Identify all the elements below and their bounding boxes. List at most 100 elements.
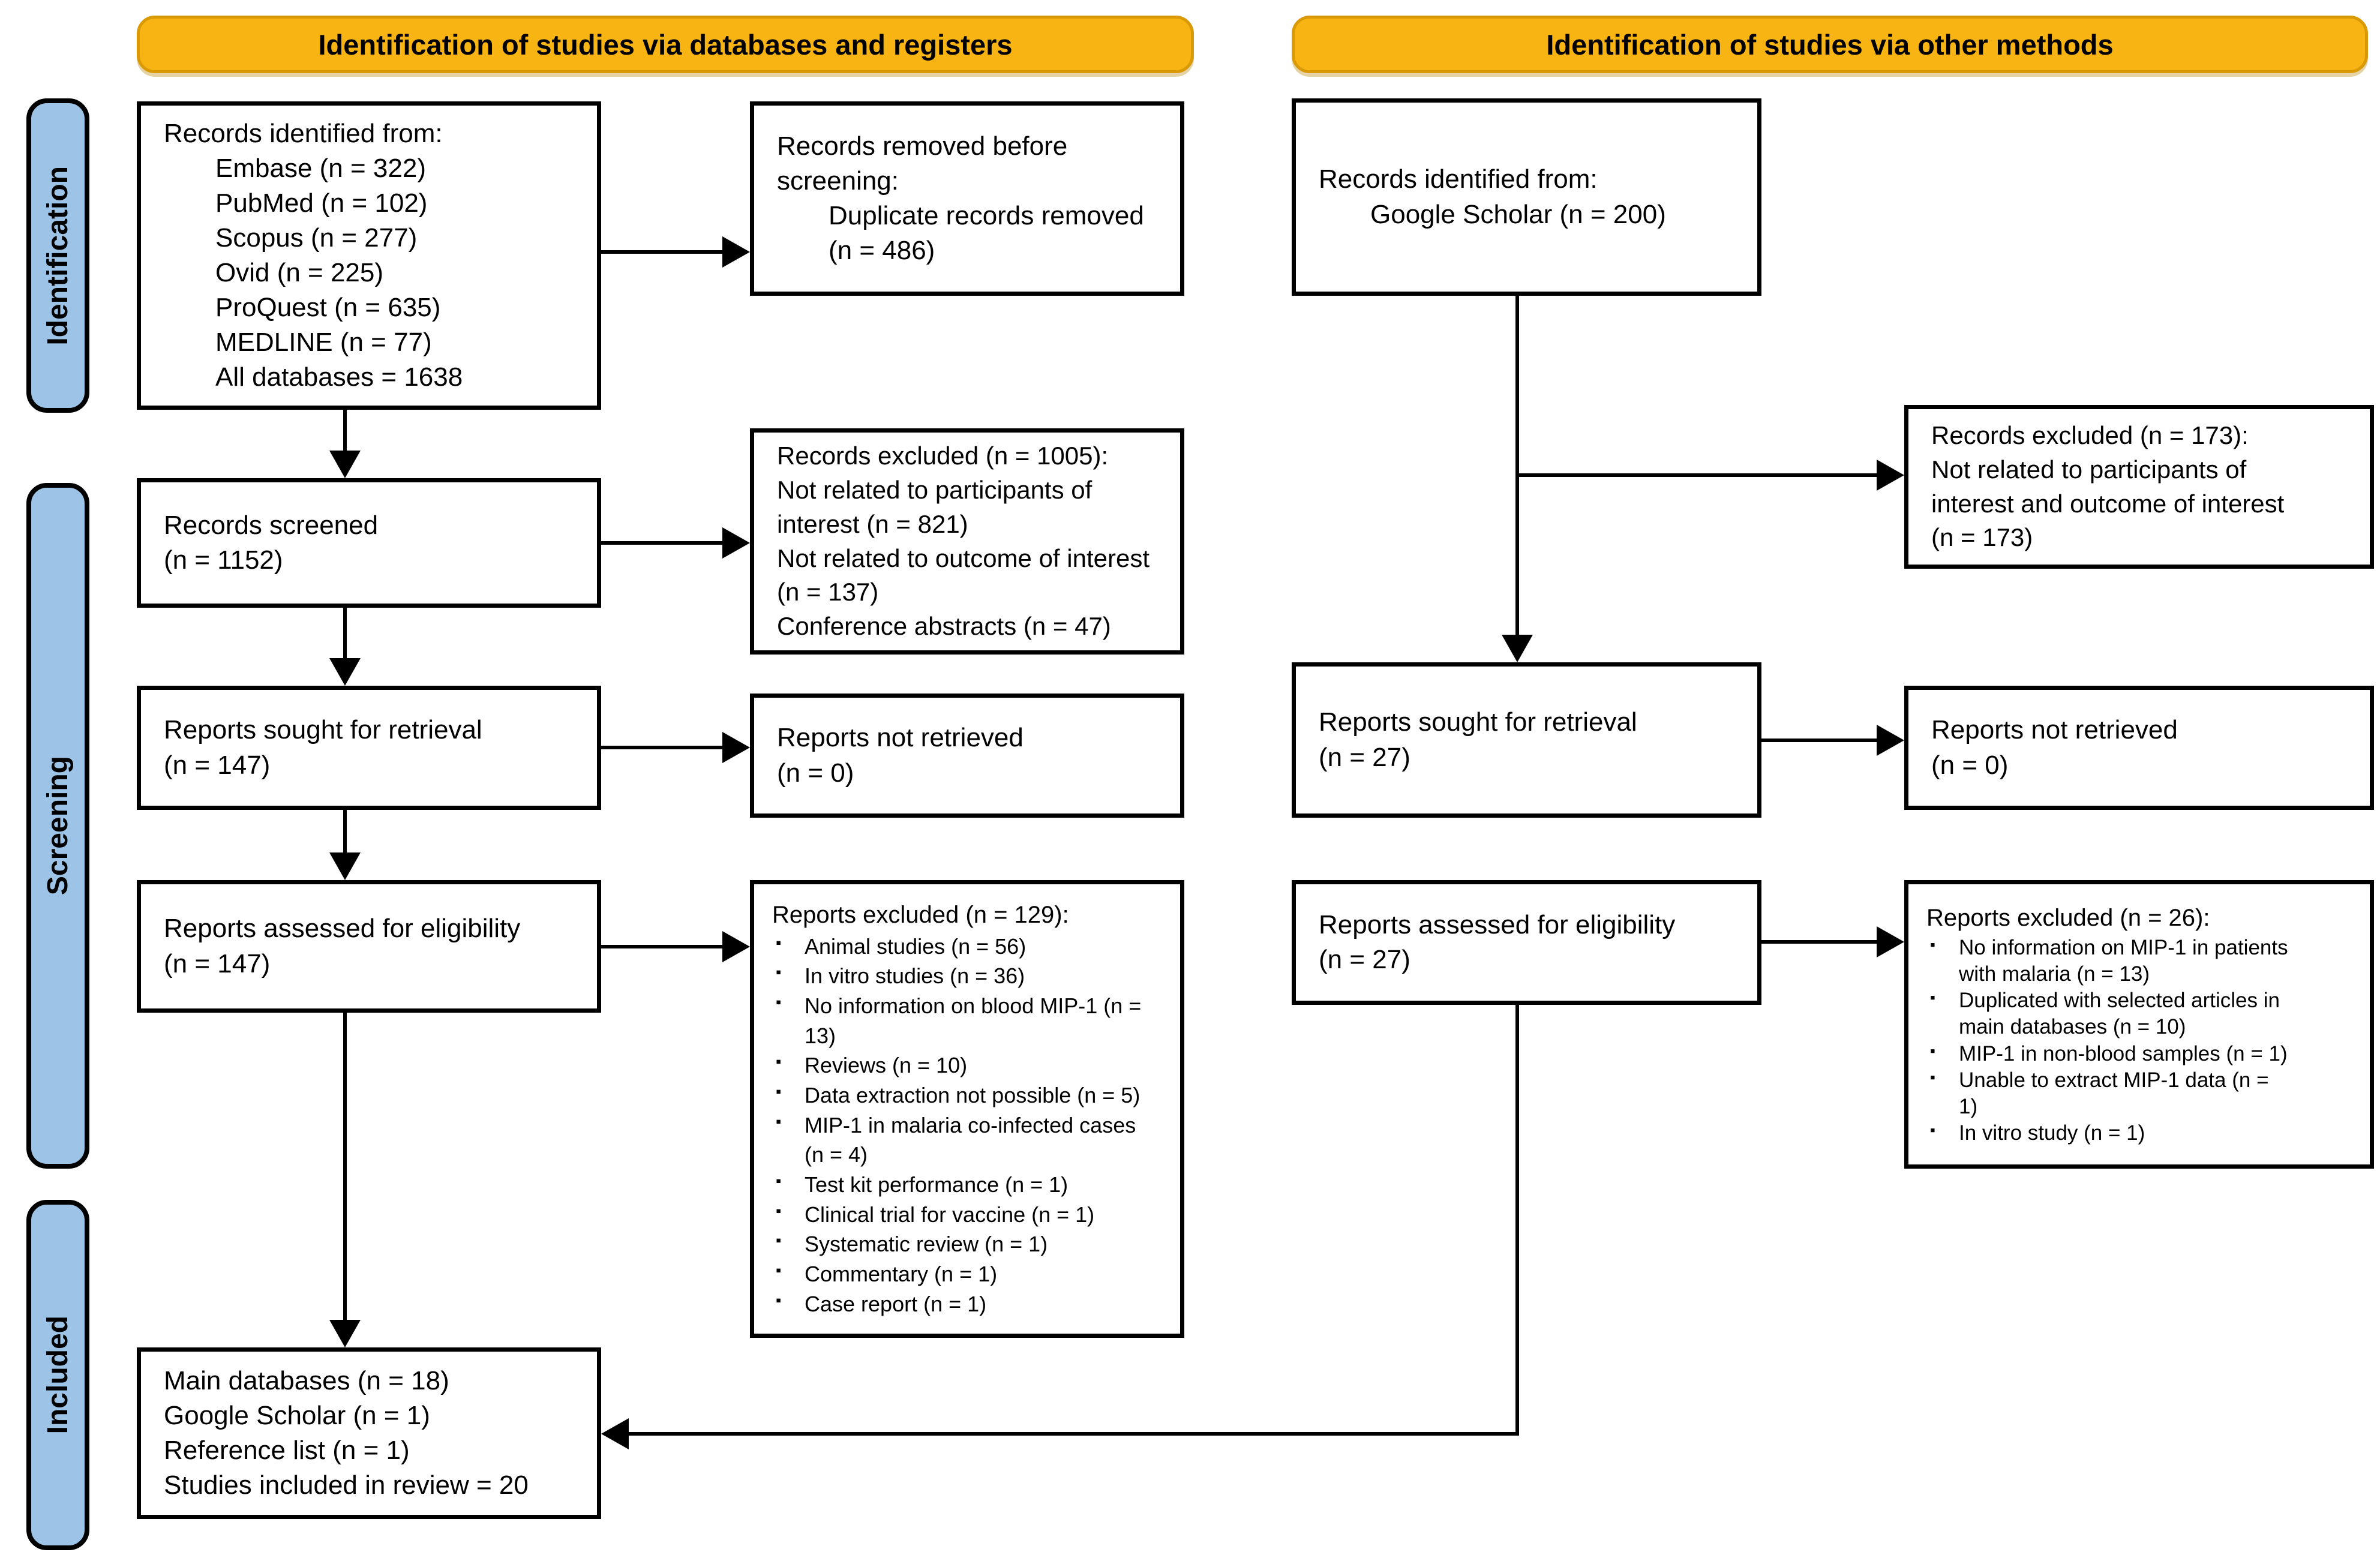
text-line: Reports sought for retrieval <box>1319 707 1637 737</box>
arrow-assessed-to-included-line <box>343 1013 347 1321</box>
bullet-icon: ▪ <box>776 1292 782 1309</box>
reports-excluded-databases-list: ▪Animal studies (n = 56) ▪In vitro studie… <box>772 932 1167 1319</box>
arrow-google-to-sought-line <box>1515 296 1519 636</box>
bullet-line: ▪Clinical trial for vaccine (n = 1) <box>776 1202 1095 1227</box>
text-line: Reports sought for retrieval <box>164 715 482 745</box>
bullet-line: ▪In vitro studies (n = 36) <box>776 963 1025 989</box>
arrow-sought-to-assessed-head <box>329 852 361 880</box>
arrow-google-to-excluded-head <box>1877 460 1904 491</box>
text-line: Records identified from: <box>1319 164 1598 194</box>
sidebar-included-label: Included <box>42 1316 74 1434</box>
text-line: Embase (n = 322) <box>215 153 426 183</box>
text-line: Scopus (n = 277) <box>215 223 418 253</box>
text-line: Not related to participants of <box>777 476 1093 505</box>
header-databases-label: Identification of studies via databases … <box>318 28 1013 61</box>
bullet-line: ▪MIP-1 in malaria co-infected cases <box>776 1112 1136 1137</box>
text-line: Not related to outcome of interest <box>777 544 1150 572</box>
box-reports-excluded-databases: Reports excluded (n = 129): ▪Animal stud… <box>750 880 1184 1338</box>
box-duplicates-removed: Records removed before screening: Duplicat… <box>750 101 1184 296</box>
box-records-identified-other: Records identified from: Google Scholar (… <box>1292 98 1761 296</box>
bullet-icon: ▪ <box>1930 936 1935 954</box>
bullet-icon: ▪ <box>776 1202 782 1220</box>
header-other-label: Identification of studies via other meth… <box>1546 28 2114 61</box>
bullet-icon: ▪ <box>1930 989 1935 1007</box>
bullet-continuation-line: (n = 4) <box>805 1142 868 1167</box>
arrow-screened-to-sought-head <box>329 658 361 686</box>
text-line: ProQuest (n = 635) <box>215 293 441 323</box>
bullet-line: ▪Animal studies (n = 56) <box>776 933 1027 959</box>
box-reports-sought-other: Reports sought for retrieval (n = 27) <box>1292 662 1761 818</box>
text-line: Reports not retrieved <box>1931 715 2178 745</box>
text-line: Not related to participants of <box>1931 455 2247 484</box>
bullet-line: ▪No information on blood MIP-1 (n = <box>776 993 1142 1018</box>
text-line: Ovid (n = 225) <box>215 258 384 287</box>
bullet-icon: ▪ <box>776 1262 782 1280</box>
text-line: Records screened <box>164 510 379 540</box>
text-line: (n = 27) <box>1319 742 1410 772</box>
text-line: Main databases (n = 18) <box>164 1365 449 1395</box>
arrow-sought-other-to-notretrieved-line <box>1761 739 1878 742</box>
text-line: Google Scholar (n = 200) <box>1370 199 1666 229</box>
bullet-icon: ▪ <box>776 1113 782 1130</box>
bullet-icon: ▪ <box>776 1232 782 1250</box>
bullet-icon: ▪ <box>776 964 782 981</box>
bullet-line: ▪Commentary (n = 1) <box>776 1262 998 1287</box>
arrow-other-to-included-hline <box>628 1432 1519 1436</box>
bullet-line: ▪Test kit performance (n = 1) <box>776 1172 1069 1197</box>
arrow-assessed-to-excluded-line <box>601 945 724 948</box>
box-reports-not-retrieved-databases: Reports not retrieved(n = 0) <box>750 694 1184 818</box>
text-line: Conference abstracts (n = 47) <box>777 611 1111 640</box>
box-records-excluded-databases: Records excluded (n = 1005):Not related … <box>750 428 1184 655</box>
sidebar-identification-label: Identification <box>42 166 74 346</box>
box-reports-excluded-other: Reports excluded (n = 26): ▪No informati… <box>1904 880 2374 1169</box>
bullet-icon: ▪ <box>776 1053 782 1071</box>
arrow-other-to-included-head <box>601 1418 629 1449</box>
arrow-sought-to-notretrieved-head <box>722 732 750 763</box>
text-line: Duplicate records removed <box>829 201 1144 230</box>
header-other-methods: Identification of studies via other meth… <box>1292 16 2368 73</box>
text-line: screening: <box>777 166 899 196</box>
sidebar-screening-label: Screening <box>42 756 74 896</box>
arrow-sought-to-assessed-line <box>343 810 347 854</box>
text-line: interest and outcome of interest <box>1931 489 2285 518</box>
text-line: Reports assessed for eligibility <box>164 914 521 944</box>
text-line: Records removed before <box>777 131 1068 161</box>
arrow-identified-to-screened-head <box>329 451 361 478</box>
bullet-icon: ▪ <box>776 1173 782 1190</box>
bullet-continuation-line: 13) <box>805 1023 836 1048</box>
arrow-screened-to-excluded-head <box>722 527 750 559</box>
sidebar-stage-identification: Identification <box>26 98 89 413</box>
text-line: Records identified from: <box>164 118 443 148</box>
arrow-identified-to-duplicates-head <box>722 236 750 268</box>
text-line: PubMed (n = 102) <box>215 188 428 218</box>
text-line: Google Scholar (n = 1) <box>164 1400 430 1430</box>
arrow-identified-to-duplicates-line <box>601 250 724 254</box>
text-line: (n = 0) <box>1931 750 2009 780</box>
bullet-icon: ▪ <box>1930 1068 1935 1086</box>
sidebar-stage-screening: Screening <box>26 483 89 1169</box>
arrow-screened-to-excluded-line <box>601 541 724 545</box>
arrow-google-to-excluded-line <box>1517 473 1878 477</box>
arrow-assessed-other-to-excluded-line <box>1761 940 1878 944</box>
box-reports-assessed-databases: Reports assessed for eligibility(n = 147… <box>137 880 601 1013</box>
text-line: All databases = 1638 <box>215 362 463 392</box>
header-databases-and-registers: Identification of studies via databases … <box>137 16 1194 73</box>
box-reports-assessed-other: Reports assessed for eligibility(n = 27) <box>1292 880 1761 1005</box>
bullet-continuation-line: with malaria (n = 13) <box>1959 962 2150 986</box>
bullet-icon: ▪ <box>1930 1121 1935 1139</box>
text-line: (n = 27) <box>1319 945 1410 974</box>
box-studies-included: Main databases (n = 18) Google Scholar (n… <box>137 1347 601 1519</box>
arrow-assessed-to-included-head <box>329 1320 361 1347</box>
text-line: (n = 486) <box>829 236 935 266</box>
text-line: Reports not retrieved <box>777 723 1024 753</box>
bullet-continuation-line: main databases (n = 10) <box>1959 1015 2186 1039</box>
bullet-icon: ▪ <box>776 1083 782 1101</box>
box-records-screened: Records screened(n = 1152) <box>137 478 601 608</box>
arrow-identified-to-screened-line <box>343 410 347 452</box>
box-reports-sought-databases: Reports sought for retrieval(n = 147) <box>137 686 601 810</box>
reports-excluded-other-title: Reports excluded (n = 26): <box>1926 905 2210 932</box>
box-records-excluded-other: Records excluded (n = 173):Not related t… <box>1904 405 2374 569</box>
text-line: (n = 173) <box>1931 523 2033 552</box>
sidebar-stage-included: Included <box>26 1200 89 1550</box>
